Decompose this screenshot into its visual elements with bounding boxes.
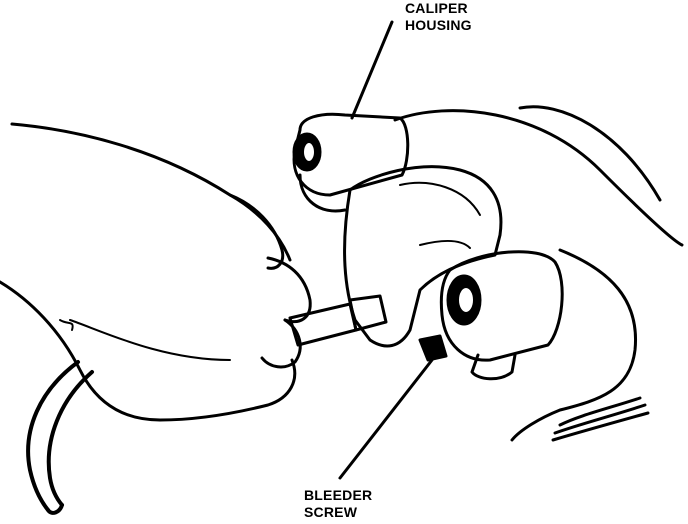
caliper-leader-line bbox=[350, 20, 394, 120]
drain-hose-outer bbox=[26, 360, 80, 512]
caliper-body-ridge bbox=[399, 181, 481, 216]
bleeder-screw-label: BLEEDER SCREW bbox=[304, 487, 372, 521]
caliper-body-notch bbox=[419, 239, 471, 249]
rotor-hatch-2 bbox=[553, 403, 647, 435]
wrist-crease bbox=[69, 319, 231, 361]
rotor-hatch-1 bbox=[558, 396, 642, 427]
bleeder-leader-line bbox=[338, 358, 434, 480]
finger-2 bbox=[260, 318, 302, 369]
thumb bbox=[228, 193, 285, 270]
forearm-bottom bbox=[0, 280, 162, 422]
knuckle-crease bbox=[59, 319, 74, 331]
lower-tab bbox=[470, 353, 517, 381]
forearm-top bbox=[10, 122, 292, 262]
bleeder-hex bbox=[418, 334, 448, 362]
bleeder-screw-label-line-2: SCREW bbox=[304, 504, 358, 520]
caliper-housing-label-line-1: CALIPER bbox=[405, 0, 468, 16]
lower-bore-inner bbox=[457, 286, 475, 314]
bleeder-tube bbox=[288, 302, 358, 347]
finger-1 bbox=[266, 256, 312, 324]
caliper-housing-label-line-2: HOUSING bbox=[405, 17, 472, 33]
rotor-lower-edge bbox=[510, 248, 638, 442]
hand-back bbox=[158, 358, 297, 422]
upper-bore-inner bbox=[302, 141, 316, 163]
upper-boss-lip bbox=[298, 173, 347, 213]
drain-hose-inner bbox=[46, 370, 94, 507]
rotor-outline bbox=[393, 105, 684, 247]
drain-hose-end bbox=[46, 503, 64, 515]
rotor-hatch-3 bbox=[551, 411, 650, 442]
bleeder-screw-label-line-1: BLEEDER bbox=[304, 487, 373, 503]
lower-boss bbox=[439, 250, 564, 362]
caliper-housing-label: CALIPER HOUSING bbox=[405, 0, 472, 34]
